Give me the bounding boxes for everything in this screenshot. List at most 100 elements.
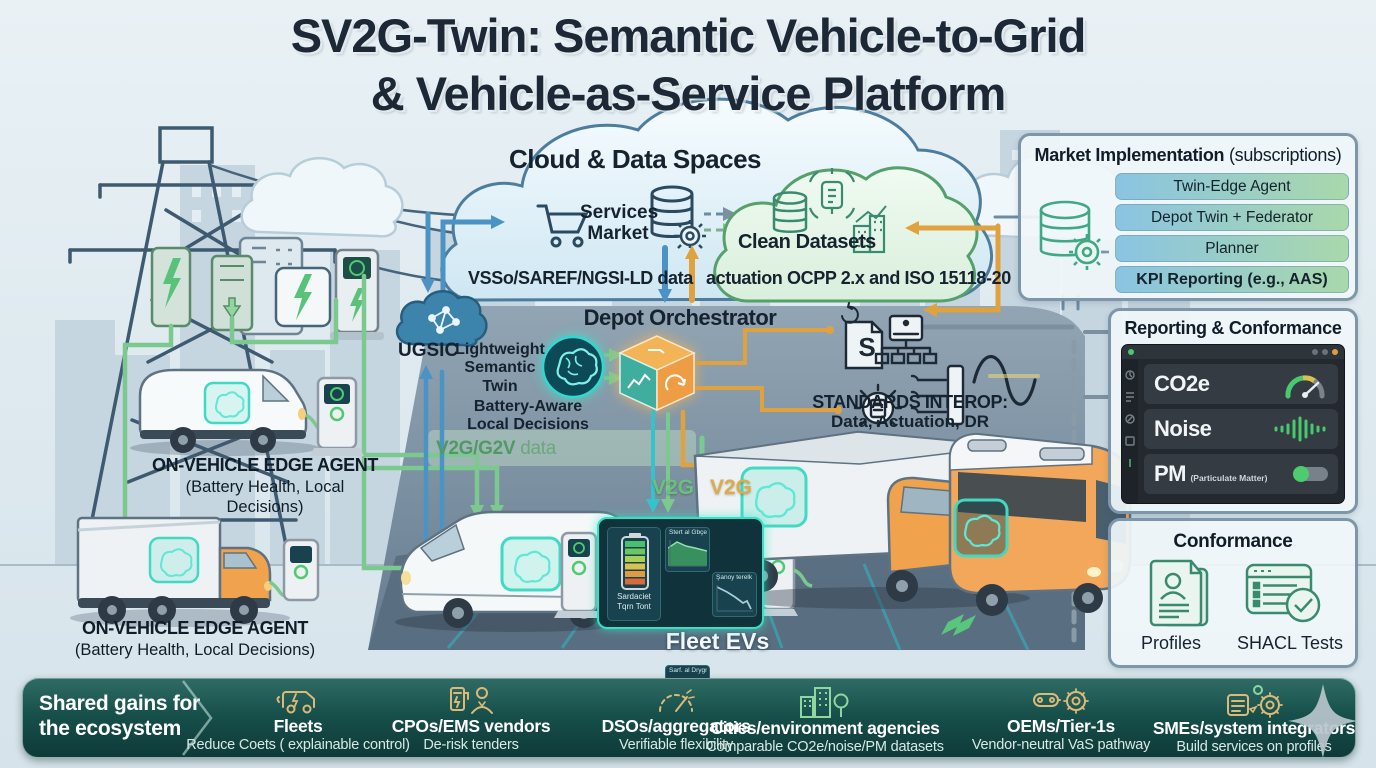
dataset-database-icon xyxy=(772,191,808,233)
line-chart-icon xyxy=(716,585,753,612)
window-dot xyxy=(1322,349,1328,355)
cart-icon xyxy=(536,204,589,248)
bar-col-cities: Cities/environment agencies Comparable C… xyxy=(693,685,957,755)
converter-cabinet-icon xyxy=(210,254,254,332)
lightning-card-icon xyxy=(274,266,332,328)
standards-interop-sub: Data, Actuation, DR xyxy=(830,412,990,431)
grid-assets xyxy=(150,236,384,340)
oem-chassis-gear-icon xyxy=(1033,688,1089,714)
battery-line2: Local Decisions xyxy=(467,416,589,434)
kpi-row-pm: PM (Particulate Matter) xyxy=(1144,454,1338,494)
subscription-database-icon xyxy=(1039,200,1109,270)
chevron-divider xyxy=(182,680,213,756)
city-environment-icon xyxy=(800,687,849,718)
depot-bus xyxy=(948,432,1132,616)
services-line2: Market xyxy=(587,222,649,244)
kpi-row-noise: Noise xyxy=(1144,409,1338,449)
cabinet-icon xyxy=(238,236,304,336)
kpi-label-pm: PM xyxy=(1154,461,1187,486)
edge-agent-label-1: ON-VEHICLE EDGE AGENT (Battery Health, L… xyxy=(145,455,385,517)
fleet-evs-label: Fleet EVs xyxy=(665,628,770,654)
kpi-label-pm-wrap: PM (Particulate Matter) xyxy=(1154,461,1267,487)
v2g-left-label: V2G xyxy=(652,476,695,499)
standards-interop-title: STANDARDS INTEROP: xyxy=(812,392,1008,412)
market-item-kpi-reporting: KPI Reporting (e.g., AAS) xyxy=(1115,266,1349,293)
sidebar-glyphs xyxy=(1125,370,1135,467)
ugsic-cloud-icon xyxy=(395,290,488,347)
pm-toggle xyxy=(1293,466,1328,482)
edge-agent-title: ON-VEHICLE EDGE AGENT xyxy=(152,455,378,475)
kpi-row-co2e: CO2e xyxy=(1144,364,1338,404)
window-dot-green xyxy=(1128,349,1134,355)
shacl-tests-label: SHACL Tests xyxy=(1237,633,1344,653)
profiles-icon xyxy=(1149,559,1209,627)
mini-chart-soc: Stert al Gbçen xyxy=(665,527,710,572)
battery-label-line1: Sardaciet xyxy=(617,592,651,601)
sme-tools-gear-icon xyxy=(1227,685,1283,718)
ugsic-label: UGSIC xyxy=(398,340,459,361)
bar-heading-line1: Shared gains for xyxy=(39,692,200,715)
lightning-floor-icon xyxy=(540,562,560,594)
schema-s-letter: S xyxy=(858,332,875,362)
floor-chevrons-icon xyxy=(941,614,976,636)
col-subtitle: Comparable CO2e/noise/PM datasets xyxy=(706,739,944,756)
col-title: Cities/environment agencies xyxy=(710,718,940,738)
col-title: OEMs/Tier-1s xyxy=(1007,716,1115,736)
transform-icon xyxy=(808,168,856,219)
edge-agent-label-2: ON-VEHICLE EDGE AGENT (Battery Health, L… xyxy=(70,618,320,660)
kpi-dashboard: CO2e Noise xyxy=(1121,344,1345,504)
battery-tile-label: Sardaciet Tqrn Tont xyxy=(608,592,660,612)
server-tree-icon xyxy=(874,314,938,365)
col-title: CPOs/EMS vendors xyxy=(391,716,551,736)
shared-gains-bar: Shared gains for the ecosystem Fleets Re… xyxy=(22,678,1356,758)
noise-waveform-icon xyxy=(1274,416,1326,442)
dashboard-sidebar xyxy=(1122,359,1138,503)
battery-gauge-icon xyxy=(621,533,649,590)
sparkle-watermark-icon xyxy=(1288,684,1358,758)
col-title: Fleets xyxy=(273,716,323,736)
fleet-dashboard: Sardaciet Tqrn Tont Stert al Gbçen Şanoy… xyxy=(597,517,764,755)
edge-agent-subtitle: (Battery Health, Local Decisions) xyxy=(74,640,316,659)
market-title-rest: (subscriptions) xyxy=(1224,145,1342,165)
profiles-label: Profiles xyxy=(1141,633,1202,653)
bar-col-dsos: DSOs/aggregators Verifiable flexibility xyxy=(561,685,791,753)
bar-heading: Shared gains for the ecosystem xyxy=(39,692,200,741)
col-subtitle: Vendor-neutral VaS pathway xyxy=(971,737,1151,754)
v2g-g2v-suffix: data xyxy=(515,438,556,459)
battery-aware-label: Battery-Aware Local Decisions xyxy=(460,398,596,435)
bar-col-oems: OEMs/Tier-1s Vendor-neutral VaS pathway xyxy=(941,685,1181,753)
charger-icon xyxy=(310,376,364,456)
edge-agent-subtitle: (Battery Health, Local Decisions) xyxy=(185,477,345,517)
charger-icon xyxy=(282,538,320,602)
col-subtitle: Reduce Coets ( explainable control) xyxy=(186,737,410,754)
market-item-depot-twin-federator: Depot Twin + Federator xyxy=(1115,204,1349,231)
battery-label-line2: Tqrn Tont xyxy=(617,602,651,611)
kpi-sublabel-pm: (Particulate Matter) xyxy=(1190,473,1268,483)
brain-badge-icon xyxy=(148,536,200,584)
v2g-g2v-main: V2G/G2V xyxy=(436,438,516,459)
pm-toggle-knob xyxy=(1293,466,1309,482)
reporting-conformance-panel: Reporting & Conformance xyxy=(1108,308,1358,514)
arrow-up-icon xyxy=(222,297,242,320)
mini-chart-label: Sarf. al Drygn xyxy=(669,667,707,674)
gauge-icon xyxy=(1285,375,1325,399)
col-subtitle: Verifiable flexibility xyxy=(618,737,734,754)
col-subtitle: Build services on profiles xyxy=(1176,739,1332,756)
market-panel-title: Market Implementation (subscriptions) xyxy=(1021,145,1355,166)
window-dot xyxy=(1312,349,1318,355)
battery-line1: Battery-Aware xyxy=(473,398,583,415)
services-line1: Services xyxy=(580,202,659,223)
page-title-line2: & Vehicle-as-Service Platform xyxy=(370,67,1007,120)
street-charger-icon xyxy=(330,248,384,340)
dashboard-titlebar xyxy=(1122,345,1344,359)
twin-line1: Lightweight xyxy=(455,341,545,358)
col-title: DSOs/aggregators xyxy=(601,716,751,736)
page-title-line1: SV2G-Twin: Semantic Vehicle-to-Grid xyxy=(290,9,1087,62)
vsso-data-label: VSSo/SAREF/NGSI-LD data xyxy=(468,268,693,288)
conformance-panel: Conformance Profiles xyxy=(1108,518,1358,668)
mini-chart-label: Şanoy terelk xyxy=(716,574,753,581)
twin-to-cube-arrows xyxy=(604,348,623,385)
bar-col-fleets: Fleets Reduce Coets ( explainable contro… xyxy=(183,685,413,753)
van-edge-agent xyxy=(130,368,326,456)
